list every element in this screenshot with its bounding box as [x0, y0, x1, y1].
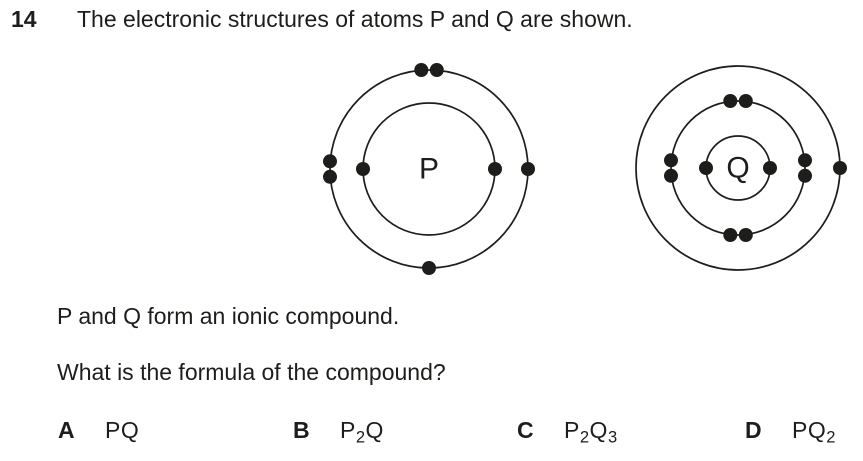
formula-symbol: Q [120, 417, 140, 443]
formula-subscript: 2 [826, 427, 836, 447]
answer-option-a[interactable]: A PQ [58, 417, 139, 444]
formula-subscript: 2 [355, 427, 366, 447]
answer-option-d[interactable]: D PQ2 [745, 417, 836, 448]
electron-dot [738, 94, 753, 108]
formula-subscript: 3 [607, 427, 618, 447]
atom-label-p: P [419, 153, 439, 186]
electron-dot [664, 153, 678, 168]
formula-symbol: P [340, 417, 356, 443]
option-formula: P2Q [340, 417, 384, 448]
electron-dot [723, 228, 738, 242]
option-letter: D [745, 417, 762, 443]
option-formula: PQ2 [792, 417, 836, 448]
formula-symbol: Q [589, 417, 608, 443]
atom-q-diagram: Q [635, 65, 847, 271]
electron-dot [429, 63, 444, 77]
electron-dot [833, 161, 847, 175]
electron-dot [414, 63, 429, 77]
formula-symbol: P [792, 417, 808, 443]
option-letter: C [517, 417, 534, 443]
formula-subscript: 2 [579, 427, 590, 447]
electron-dot [798, 153, 812, 168]
electron-dot [699, 161, 713, 175]
ionic-compound-statement: P and Q form an ionic compound. [57, 303, 400, 329]
electron-dot [488, 162, 502, 176]
formula-symbol: P [105, 417, 121, 443]
electron-dot [723, 94, 738, 108]
electron-dot [323, 154, 337, 169]
electron-dot [763, 161, 777, 175]
question-prompt: The electronic structures of atoms P and… [77, 6, 633, 32]
formula-symbol: Q [365, 417, 384, 443]
option-formula: PQ [105, 417, 139, 444]
formula-question: What is the formula of the compound? [57, 359, 446, 385]
question-number: 14 [11, 6, 37, 32]
answer-option-c[interactable]: C P2Q3 [517, 417, 618, 448]
electron-dot [521, 162, 535, 176]
electron-dot [798, 168, 812, 183]
formula-symbol: P [564, 417, 580, 443]
electron-dot [664, 168, 678, 183]
answer-option-b[interactable]: B P2Q [293, 417, 384, 448]
option-letter: B [293, 417, 310, 443]
atom-p-diagram: P [323, 63, 535, 275]
option-formula: P2Q3 [564, 417, 618, 448]
atom-label-q: Q [726, 152, 749, 185]
electron-dot [323, 169, 337, 184]
formula-symbol: Q [807, 417, 827, 443]
option-letter: A [58, 417, 75, 443]
electron-dot [738, 228, 753, 242]
electron-dot [422, 261, 436, 275]
electron-dot [356, 162, 370, 176]
electron-shell-circle [670, 100, 806, 236]
